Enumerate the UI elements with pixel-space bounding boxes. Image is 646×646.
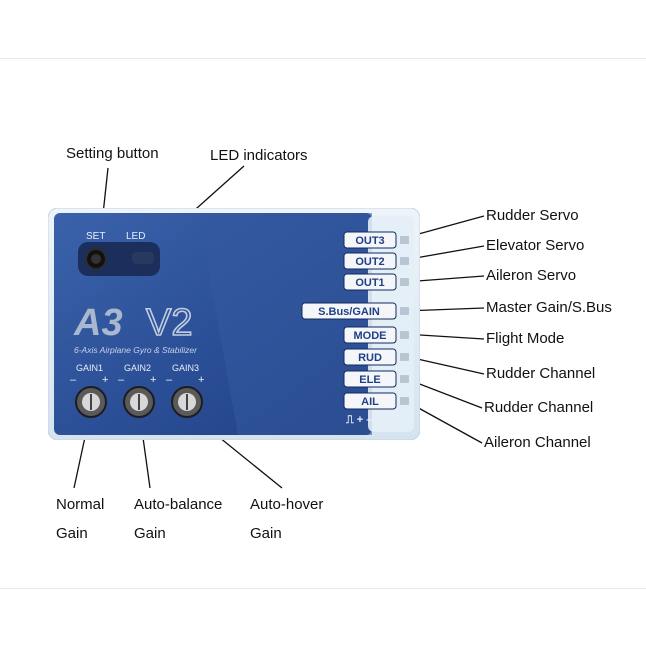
port-mode xyxy=(343,326,397,344)
callout-aileron-servo: Aileron Servo xyxy=(486,267,577,284)
auto-balance-line2: Gain xyxy=(134,525,166,542)
auto-hover-line1: Auto-hover xyxy=(250,496,324,513)
callout-elevator-servo: Elevator Servo xyxy=(486,237,585,254)
bottom-divider xyxy=(0,588,646,589)
callout-rudder-channel-2: Rudder Channel xyxy=(484,399,594,416)
port-out1 xyxy=(343,273,397,291)
device-subtitle: 6-Axis Airplane Gyro & Stabilizer xyxy=(74,345,198,355)
port-ele-label: ELE xyxy=(359,374,380,386)
setting-button-cap xyxy=(91,254,101,264)
callout-setting-button: Setting button xyxy=(66,145,159,162)
gain3-knob[interactable] xyxy=(171,386,203,418)
body-shade-panel xyxy=(198,213,372,435)
led-indicators xyxy=(132,252,154,264)
gain1-plus: + xyxy=(102,374,108,386)
port-out2-label: OUT2 xyxy=(355,256,384,268)
set-label: SET xyxy=(86,231,105,242)
port-mode-label: MODE xyxy=(354,330,387,342)
gain3-plus: + xyxy=(198,374,204,386)
model-a3: A3 xyxy=(73,302,123,344)
gain1-label: GAIN1 xyxy=(76,363,103,373)
callout-master-gain-sbus: Master Gain/S.Bus xyxy=(486,299,612,316)
gain3-minus: – xyxy=(166,374,173,386)
auto-balance-line1: Auto-balance xyxy=(134,496,223,513)
gain2-minus: – xyxy=(118,374,125,386)
callout-auto-hover-gain: Auto-hover Gain xyxy=(250,490,323,548)
port-out3 xyxy=(343,231,397,249)
gain2-knob[interactable] xyxy=(123,386,155,418)
normal-gain-line2: Gain xyxy=(56,525,88,542)
a3v2-device: SET LED A3 V2 6-Axis Airplane Gyro & Sta… xyxy=(48,208,420,440)
callout-rudder-servo: Rudder Servo xyxy=(486,207,579,224)
model-v2: V2 xyxy=(146,302,192,344)
port-sbus-gain-label: S.Bus/GAIN xyxy=(318,306,380,318)
gain2-label: GAIN2 xyxy=(124,363,151,373)
port-out2 xyxy=(343,252,397,270)
gain1-minus: – xyxy=(70,374,77,386)
port-ail-label: AIL xyxy=(361,396,379,408)
callout-auto-balance-gain: Auto-balance Gain xyxy=(134,490,222,548)
port-rud-label: RUD xyxy=(358,352,382,364)
callout-normal-gain: Normal Gain xyxy=(56,490,104,548)
top-divider xyxy=(0,58,646,59)
callout-rudder-channel: Rudder Channel xyxy=(486,365,596,382)
pin-row xyxy=(400,236,409,405)
port-out1-label: OUT1 xyxy=(355,277,384,289)
port-rud xyxy=(343,348,397,366)
auto-hover-line2: Gain xyxy=(250,525,282,542)
pin-legend: ⎍ + – xyxy=(345,414,372,426)
port-sbus-gain xyxy=(301,302,397,320)
callout-aileron-channel: Aileron Channel xyxy=(484,434,591,451)
normal-gain-line1: Normal xyxy=(56,496,105,513)
callout-flight-mode: Flight Mode xyxy=(486,330,565,347)
gain2-plus: + xyxy=(150,374,156,386)
callout-led-indicators: LED indicators xyxy=(210,147,308,164)
led-label: LED xyxy=(126,231,145,242)
port-out3-label: OUT3 xyxy=(355,235,384,247)
port-ele xyxy=(343,370,397,388)
gain1-knob[interactable] xyxy=(75,386,107,418)
port-ail xyxy=(343,392,397,410)
gain3-label: GAIN3 xyxy=(172,363,199,373)
